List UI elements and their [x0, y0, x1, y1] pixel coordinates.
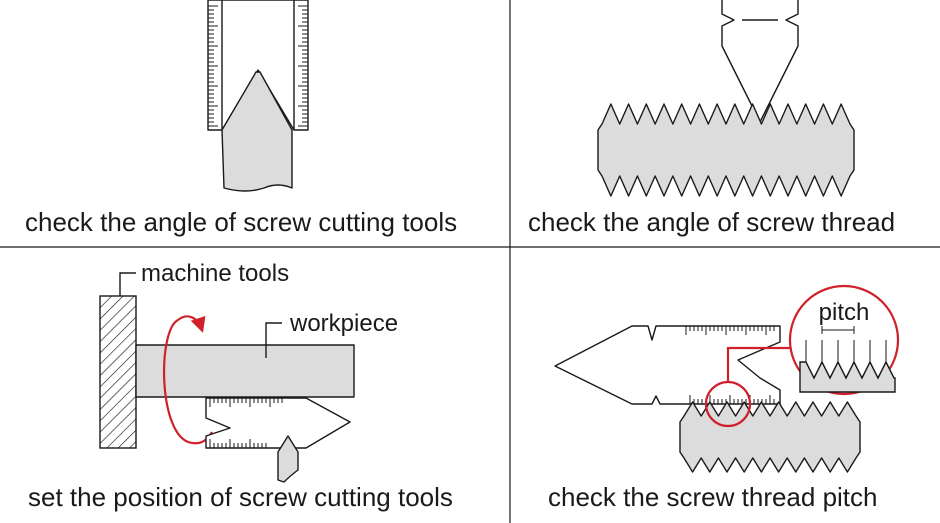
panel-thread-angle: check the angle of screw thread — [528, 0, 895, 237]
caption-tool-angle: check the angle of screw cutting tools — [25, 207, 457, 237]
leader-machine-tools — [119, 272, 136, 296]
machine-chuck — [99, 295, 137, 449]
position-gauge — [205, 397, 351, 449]
magnifier-leader — [726, 346, 800, 382]
label-pitch: pitch — [819, 299, 870, 326]
threaded-rod — [597, 103, 855, 197]
leader-workpiece — [265, 322, 282, 358]
position-cutting-tool — [277, 435, 299, 483]
gauge-ruler-left — [208, 5, 218, 127]
gauge-ruler-right — [298, 5, 308, 127]
cutting-tool — [221, 71, 293, 192]
caption-thread-pitch: check the screw thread pitch — [548, 482, 878, 512]
label-machine-tools: machine tools — [141, 260, 289, 287]
pitch-gauge — [554, 325, 781, 405]
label-workpiece: workpiece — [289, 310, 398, 337]
panel-thread-pitch: pitch check the screw thread pitch — [548, 284, 900, 512]
caption-thread-angle: check the angle of screw thread — [528, 207, 895, 237]
workpiece-bar — [135, 344, 355, 398]
pitch-threaded-rod — [679, 401, 861, 473]
caption-tool-position: set the position of screw cutting tools — [28, 482, 453, 512]
panel-tool-angle: check the angle of screw cutting tools — [25, 0, 457, 237]
gauge-tip — [721, 0, 799, 123]
panel-tool-position: machine tools workpiece set the position… — [28, 260, 453, 512]
